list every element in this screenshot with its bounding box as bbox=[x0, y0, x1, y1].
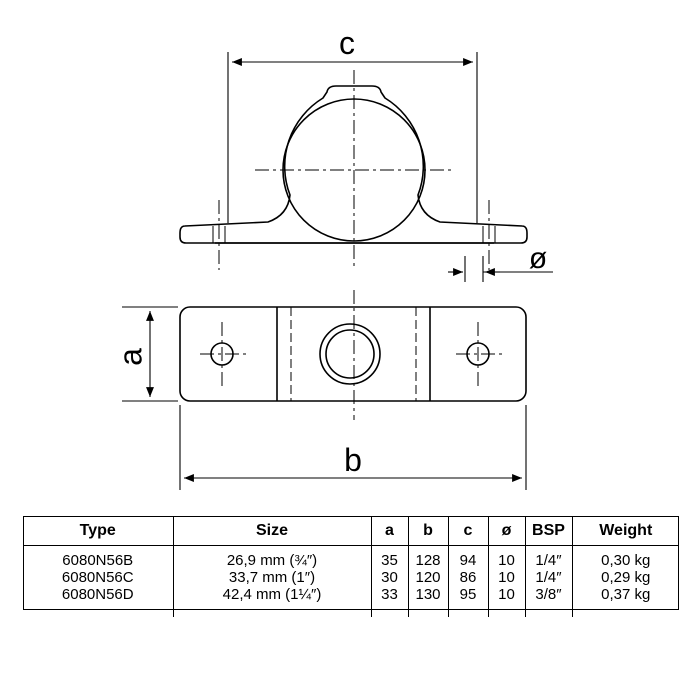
dimension-diameter bbox=[448, 256, 553, 282]
header-bsp: BSP bbox=[525, 516, 573, 546]
dimension-diameter-label: ø bbox=[529, 242, 547, 275]
cell-a: 33 bbox=[371, 586, 409, 617]
cell-c: 86 bbox=[448, 569, 489, 586]
cell-a: 30 bbox=[371, 569, 409, 586]
cell-type: 6080N56C bbox=[23, 569, 174, 586]
cell-bsp: 1/4″ bbox=[525, 545, 573, 569]
cell-c: 94 bbox=[448, 545, 489, 569]
dimension-a-label: a bbox=[112, 348, 148, 366]
header-diameter: ø bbox=[488, 516, 526, 546]
cell-b: 128 bbox=[408, 545, 449, 569]
dimension-c bbox=[227, 52, 478, 223]
dimension-c-label: c bbox=[339, 25, 355, 61]
plan-view-centerlines bbox=[200, 290, 502, 420]
cell-a: 35 bbox=[371, 545, 409, 569]
header-a: a bbox=[371, 516, 409, 546]
threaded-boss-inner bbox=[325, 329, 375, 379]
dimension-a bbox=[122, 306, 178, 402]
header-c: c bbox=[448, 516, 489, 546]
base-plate-outline bbox=[179, 306, 527, 402]
cell-size: 42,4 mm (1¼″) bbox=[173, 586, 372, 617]
front-view-centerlines bbox=[218, 70, 490, 270]
cell-weight: 0,29 kg bbox=[601, 569, 651, 586]
cell-bsp: 1/4″ bbox=[525, 569, 573, 586]
cell-size: 33,7 mm (1″) bbox=[173, 569, 372, 586]
threaded-boss-outer bbox=[319, 323, 381, 385]
header-b: b bbox=[408, 516, 449, 546]
cell-weight: 0,30 kg bbox=[601, 552, 651, 569]
cell-diameter: 10 bbox=[488, 586, 526, 617]
table-row: 6080N56C 33,7 mm (1″) 30 120 86 10 1/4″ … bbox=[23, 569, 679, 586]
cell-type: 6080N56B bbox=[23, 545, 174, 569]
cell-diameter: 10 bbox=[488, 569, 526, 586]
header-size: Size bbox=[173, 516, 372, 546]
technical-drawing: c ø a b bbox=[112, 25, 553, 490]
dimension-b bbox=[179, 405, 527, 490]
cell-b: 130 bbox=[408, 586, 449, 617]
cell-c: 95 bbox=[448, 586, 489, 617]
spec-table: Type Size a b c ø BSP Weight 6080N56B 26… bbox=[23, 516, 679, 617]
cell-weight: 0,37 kg bbox=[601, 586, 651, 603]
cell-type: 6080N56D bbox=[23, 586, 174, 617]
table-row: 6080N56D 42,4 mm (1¼″) 33 130 95 10 3/8″… bbox=[23, 586, 679, 617]
dimension-b-label: b bbox=[344, 442, 362, 478]
table-row: 6080N56B 26,9 mm (¾″) 35 128 94 10 1/4″ … bbox=[23, 545, 679, 569]
cell-bsp: 3/8″ bbox=[525, 586, 573, 617]
cell-size: 26,9 mm (¾″) bbox=[173, 545, 372, 569]
cell-diameter: 10 bbox=[488, 545, 526, 569]
header-weight: Weight bbox=[572, 516, 679, 546]
cell-b: 120 bbox=[408, 569, 449, 586]
spec-table-header-row: Type Size a b c ø BSP Weight bbox=[23, 516, 679, 546]
header-type: Type bbox=[23, 516, 174, 546]
